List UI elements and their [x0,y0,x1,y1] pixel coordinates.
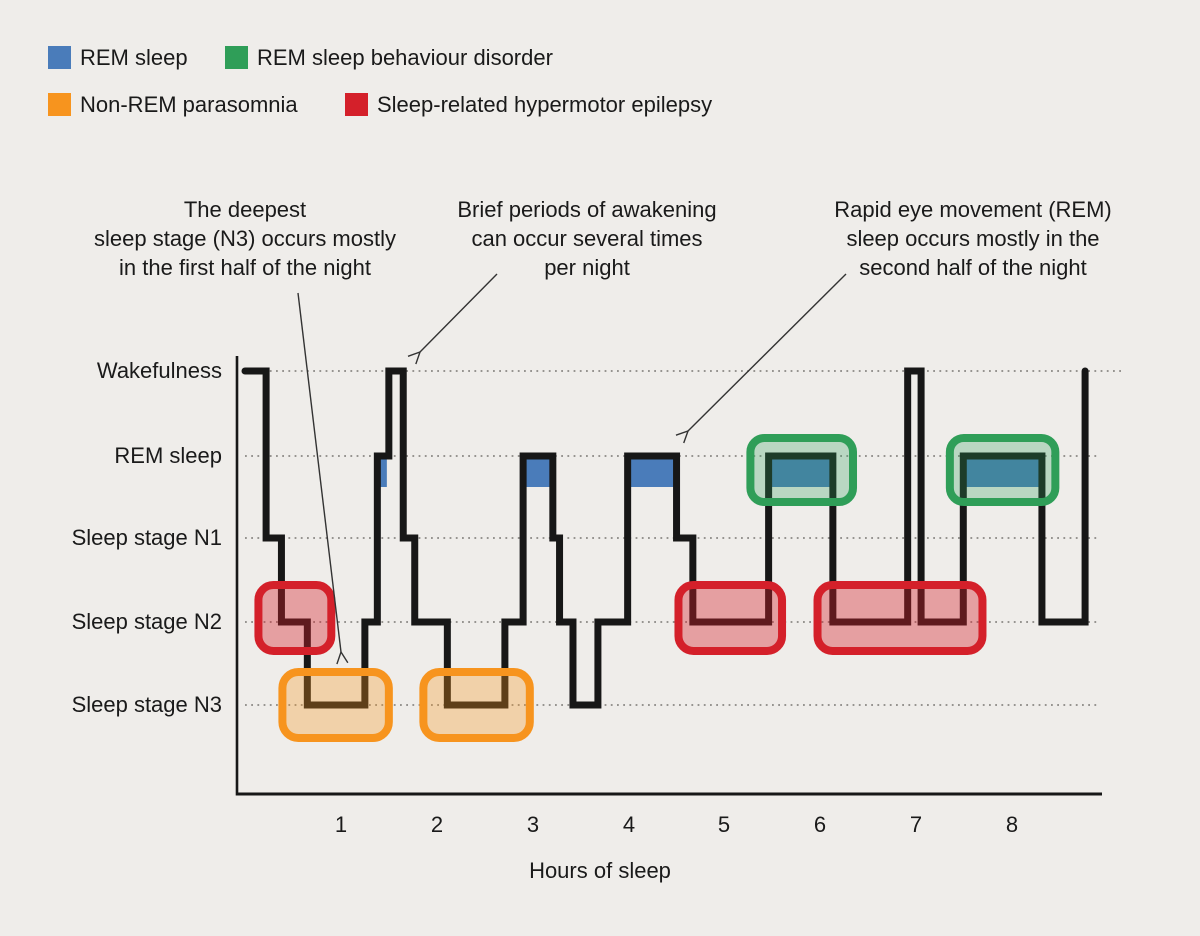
annotation-text-line: can occur several times [471,226,703,251]
annotation-arrow-2 [407,273,498,365]
annotation-text-line: Rapid eye movement (REM) [834,197,1112,222]
legend-label: REM sleep [80,45,188,70]
legend-item-hypermotor-epilepsy: Sleep-related hypermotor epilepsy [345,93,712,116]
overlay-box-rem_behaviour_disorder [945,434,1060,506]
x-tick-1: 1 [334,812,348,837]
x-tick-4: 4 [622,812,636,837]
annotation-deepest-sleep: The deepest sleep stage (N3) occurs most… [60,195,430,282]
annotation-text-line: second half of the night [859,255,1087,280]
rem-episode-fill [965,459,1040,487]
rem-episode-fill [525,459,551,487]
legend-label: REM sleep behaviour disorder [257,45,553,70]
x-axis-title: Hours of sleep [529,858,671,883]
rem-episode-fill [629,459,675,487]
x-tick-2: 2 [430,812,444,837]
hypnogram-line [241,367,1089,709]
annotation-brief-awakenings: Brief periods of awakening can occur sev… [402,195,772,282]
overlay-box-hypermotor_epilepsy [254,581,336,655]
parasomnia-swatch-icon [48,93,71,116]
legend-label: Non-REM parasomnia [80,92,298,117]
y-axis-label-stage-n3: Sleep stage N3 [71,692,222,717]
rem-sleep-swatch-icon [48,46,71,69]
annotation-text-line: per night [544,255,630,280]
overlay-box-hypermotor_epilepsy [674,581,787,655]
overlay-box-rem_behaviour_disorder [746,434,858,506]
annotation-text-line: sleep occurs mostly in the [846,226,1100,251]
y-axis-label-stage-n2: Sleep stage N2 [71,609,222,634]
annotation-text-line: The deepest [183,197,307,222]
y-axis-label-wakefulness: Wakefulness [96,358,222,383]
annotation-text-line: Brief periods of awakening [457,197,717,222]
x-tick-7: 7 [909,812,923,837]
rem-episode-fill [379,459,387,487]
legend-item-rem-behaviour-disorder: REM sleep behaviour disorder [225,46,553,69]
x-tick-5: 5 [717,812,731,837]
rem-episode-fill [770,459,831,487]
y-axis-label-stage-n1: Sleep stage N1 [71,525,222,550]
overlay-box-non_rem_parasomnia [419,668,534,742]
rbd-swatch-icon [225,46,248,69]
annotation-text-line: in the first half of the night [119,255,371,280]
legend-label: Sleep-related hypermotor epilepsy [377,92,713,117]
annotation-rem-second-half: Rapid eye movement (REM) sleep occurs mo… [788,195,1158,282]
epilepsy-swatch-icon [345,93,368,116]
overlay-box-non_rem_parasomnia [278,668,393,742]
x-tick-8: 8 [1005,812,1019,837]
legend-item-rem-sleep: REM sleep [48,46,188,69]
annotation-arrow-3 [675,273,847,444]
x-tick-3: 3 [526,812,540,837]
overlay-box-hypermotor_epilepsy [813,581,987,655]
legend-item-non-rem-parasomnia: Non-REM parasomnia [48,93,298,116]
x-tick-6: 6 [813,812,827,837]
annotation-arrow-1 [297,292,349,665]
annotation-text-line: sleep stage (N3) occurs mostly [94,226,396,251]
y-axis-label-rem-sleep: REM sleep [114,443,222,468]
